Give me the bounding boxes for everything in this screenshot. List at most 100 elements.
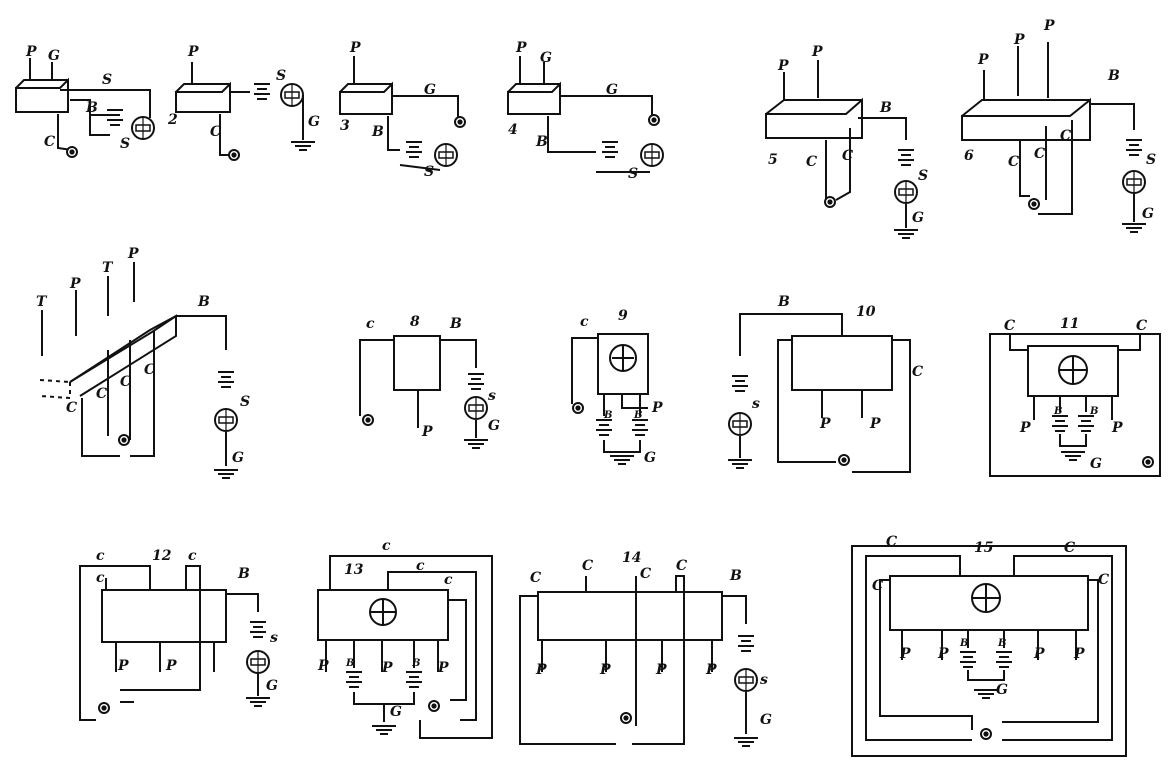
label-s: S	[276, 68, 286, 84]
label-g: G	[48, 48, 60, 64]
label-b: B	[449, 316, 462, 332]
label-b: B	[633, 410, 642, 421]
figure-10	[727, 313, 911, 473]
label-g: G	[540, 50, 552, 66]
label-b: B	[535, 134, 548, 150]
label-c: c	[366, 316, 375, 332]
label-c: C	[96, 386, 107, 402]
fig-number: 11	[1060, 316, 1079, 332]
figure-14	[519, 575, 759, 747]
label-b: B	[1089, 406, 1098, 417]
label-t: T	[102, 260, 114, 276]
label-s: S	[240, 394, 250, 410]
fig-number: 6	[964, 148, 974, 164]
fig-number: 10	[856, 304, 876, 320]
label-t: T	[36, 294, 48, 310]
label-c: c	[96, 548, 105, 564]
fig-number: 9	[618, 308, 628, 324]
fig-number: 15	[974, 540, 993, 556]
label-s: S	[1146, 152, 1156, 168]
label-p: P	[165, 658, 177, 674]
figure-12	[79, 565, 271, 721]
label-p: P	[421, 424, 433, 440]
label-c: C	[912, 364, 923, 380]
figure-15	[851, 545, 1127, 757]
label-p: P	[1111, 420, 1123, 436]
label-p: P	[599, 662, 611, 678]
label-p: P	[187, 44, 199, 60]
label-b: B	[85, 100, 98, 116]
figure-1	[15, 58, 155, 158]
fig-number: 13	[344, 562, 364, 578]
label-p: P	[1033, 646, 1045, 662]
label-p: P	[25, 44, 37, 60]
label-b: B	[603, 410, 612, 421]
label-c: C	[1034, 146, 1045, 162]
label-c: c	[382, 538, 391, 554]
label-b: B	[197, 294, 210, 310]
fig-number: 3	[340, 118, 350, 134]
label-p: P	[381, 660, 393, 676]
label-g: G	[266, 678, 278, 694]
label-b: B	[237, 566, 250, 582]
label-b: B	[345, 658, 354, 669]
label-c: c	[96, 570, 105, 586]
label-c: C	[1060, 128, 1071, 144]
label-p: P	[655, 662, 667, 678]
label-p: P	[515, 40, 527, 56]
label-b: B	[777, 294, 790, 310]
figure-3	[339, 56, 466, 171]
label-p: P	[1073, 646, 1085, 662]
label-p: P	[127, 246, 139, 262]
label-p: P	[1013, 32, 1025, 48]
label-c: C	[1136, 318, 1147, 334]
label-s: s	[270, 630, 278, 646]
label-b: B	[997, 638, 1006, 649]
figure-4	[507, 56, 664, 173]
label-g: G	[760, 712, 772, 728]
label-b: B	[879, 100, 892, 116]
label-c: C	[1008, 154, 1019, 170]
label-g: G	[1090, 456, 1102, 472]
label-s: S	[918, 168, 928, 184]
label-p: P	[117, 658, 129, 674]
label-b: B	[959, 638, 968, 649]
figure-9	[571, 333, 649, 465]
label-p: P	[437, 660, 449, 676]
label-p: P	[819, 416, 831, 432]
label-s: S	[120, 136, 130, 152]
label-b: B	[729, 568, 742, 584]
figure-11	[989, 333, 1161, 477]
label-g: G	[308, 114, 320, 130]
label-b: B	[371, 124, 384, 140]
label-s: s	[760, 672, 768, 688]
label-c: C	[1004, 318, 1015, 334]
label-c: C	[144, 362, 155, 378]
label-c: c	[416, 558, 425, 574]
label-g: G	[390, 704, 402, 720]
fig-number: 8	[410, 314, 420, 330]
label-s: s	[752, 396, 760, 412]
label-g: G	[606, 82, 618, 98]
label-p: P	[777, 58, 789, 74]
label-p: P	[317, 658, 329, 674]
label-p: P	[1043, 18, 1055, 34]
label-c: C	[806, 154, 817, 170]
figure-8	[359, 335, 489, 449]
label-c: c	[580, 314, 589, 330]
label-g: G	[1142, 206, 1154, 222]
label-s: s	[488, 388, 496, 404]
label-p: P	[937, 646, 949, 662]
label-b: B	[1053, 406, 1062, 417]
label-p: P	[977, 52, 989, 68]
label-b: B	[1107, 68, 1120, 84]
fig-number: 4	[508, 122, 518, 138]
label-c: c	[188, 548, 197, 564]
fig-number: 2	[167, 112, 178, 128]
label-p: P	[899, 646, 911, 662]
label-c: C	[530, 570, 541, 586]
label-g: G	[644, 450, 656, 466]
label-c: C	[640, 566, 651, 582]
figure-5	[765, 60, 919, 239]
